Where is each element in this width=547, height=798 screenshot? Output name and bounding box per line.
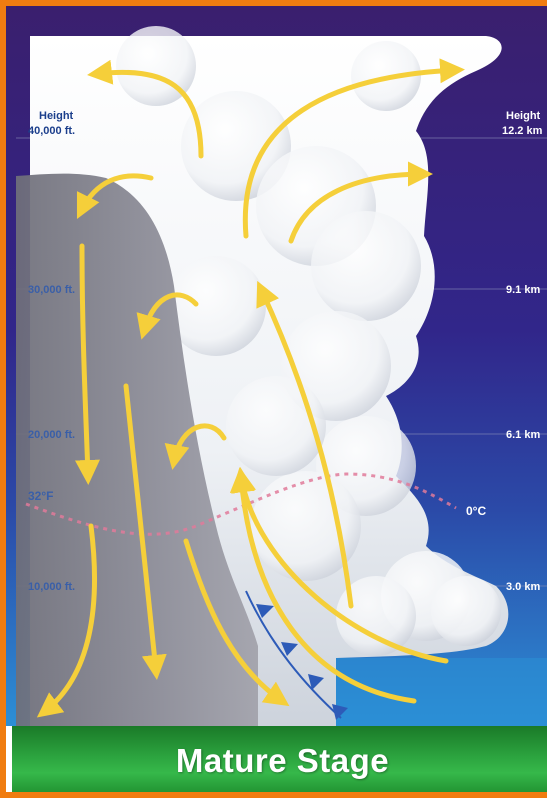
updraft-arrow [76,173,154,220]
gust-front-line [245,590,342,719]
right-height-label-6-1: 6.1 km [506,429,541,441]
gust-front-markers [256,604,348,720]
right-height-label-12-2: 12.2 km [502,125,543,137]
updraft-arrow [288,161,433,244]
downdraft-arrow [136,292,199,340]
rain-shaft [16,173,258,726]
airflow-arrows [36,58,465,718]
downdraft-arrow [164,423,227,470]
right-height-label-9-1: 9.1 km [506,284,541,296]
ground-banner: Mature Stage [12,726,547,792]
left-height-label-30000: 30,000 ft. [28,284,76,296]
downdraft-arrow [183,538,290,707]
right-height-header: Height [506,110,541,122]
updraft-arrow [231,467,449,664]
freezing-level-fahrenheit: 32°F [28,489,54,503]
updraft-arrow [256,280,354,609]
left-height-label-40000: 40,000 ft. [28,125,76,137]
left-height-label-20000: 20,000 ft. [28,429,76,441]
freezing-level-celsius: 0°C [466,504,487,518]
updraft-arrow [229,467,417,704]
left-height-header: Height [39,110,74,122]
thunderstorm-scene [6,6,547,726]
right-height-label-3-0: 3.0 km [506,581,541,593]
clear-air-below-cloud [336,658,547,726]
downdraft-arrow [123,383,167,680]
stage-title: Mature Stage [175,742,390,779]
downdraft-arrow [36,523,97,718]
left-height-label-10000: 10,000 ft. [28,581,76,593]
updraft-arrow [87,59,204,159]
cumulonimbus-cloud [30,26,509,726]
downdraft-arrow [74,243,100,485]
freezing-level-line [25,472,457,536]
updraft-arrow [242,58,465,239]
